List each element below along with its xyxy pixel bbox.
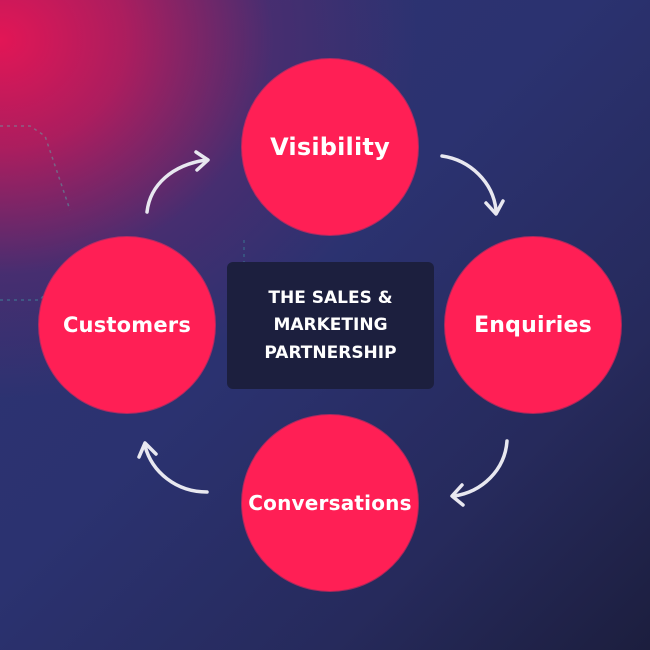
node-enquiries: Enquiries [445,237,621,413]
node-conversations-label: Conversations [248,491,412,515]
center-title-line-1: THE SALES & [268,287,393,308]
node-conversations: Conversations [242,415,418,591]
center-title-box: THE SALES & MARKETING PARTNERSHIP [227,262,434,389]
arrow-customers-to-visibility [145,150,210,214]
arrow-conversations-to-customers [137,441,209,494]
center-title-line-2: MARKETING [273,315,388,336]
node-customers: Customers [39,237,215,413]
center-title-line-3: PARTNERSHIP [264,342,397,363]
node-visibility-label: Visibility [270,133,390,161]
node-enquiries-label: Enquiries [474,312,592,338]
node-customers-label: Customers [62,313,192,337]
node-visibility: Visibility [242,59,418,235]
arrow-enquiries-to-conversations [450,439,509,507]
arrow-visibility-to-enquiries [440,154,505,216]
decor-dashed-line-top [0,125,71,211]
